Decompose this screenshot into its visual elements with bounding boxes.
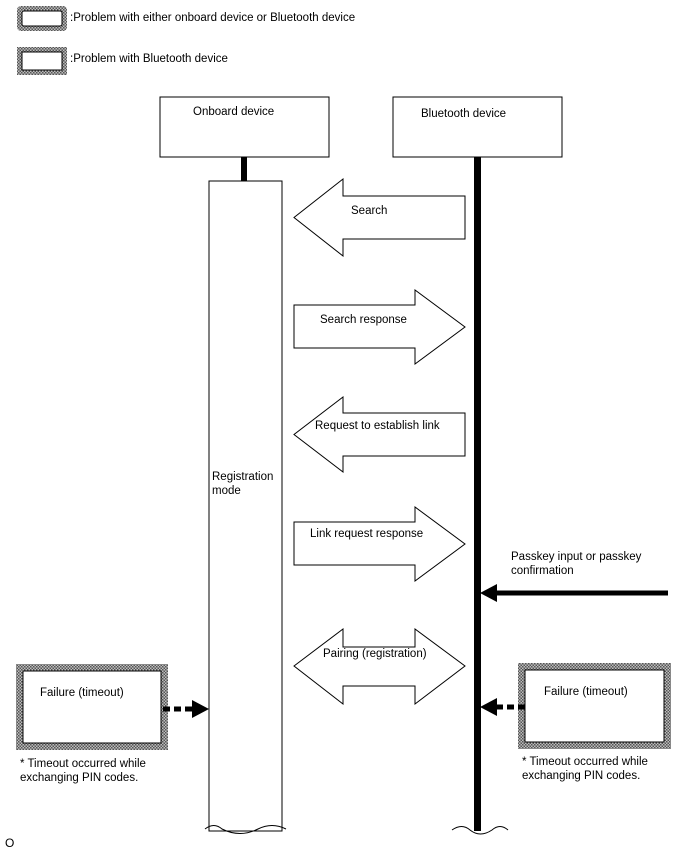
corner-label: O [5,836,15,850]
legend-bluetooth-label: :Problem with Bluetooth device [70,53,228,65]
passkey-arrow [480,584,668,602]
search-response-label: Search response [320,314,407,326]
onboard-device-box [159,96,330,158]
search-label: Search [351,205,388,217]
bluetooth-device-box [392,96,563,158]
pairing-arrow [293,627,466,706]
legend-either-label: :Problem with either onboard device or B… [70,12,356,24]
registration-mode-label: Registration mode [212,471,274,497]
request-link-label: Request to establish link [315,420,440,432]
right-failure-note: * Timeout occurred while exchanging PIN … [522,756,648,782]
left-failure-box [22,670,162,744]
left-failure-note: * Timeout occurred while exchanging PIN … [20,758,146,784]
search-response-arrow [293,289,466,365]
link-response-label: Link request response [310,528,424,540]
pairing-label: Pairing (registration) [323,648,427,660]
left-failure-arrow [163,700,209,718]
onboard-device-title: Onboard device [193,106,275,118]
passkey-label: Passkey input or passkey confirmation [511,551,642,577]
right-failure-arrow [480,698,525,716]
left-failure-title: Failure (timeout) [40,687,124,699]
onboard-connector [241,157,247,181]
search-arrow [293,177,466,258]
registration-mode-bar [208,180,283,832]
link-response-arrow [293,506,466,582]
right-failure-box [524,669,665,743]
bluetooth-device-title: Bluetooth device [421,108,507,120]
right-failure-title: Failure (timeout) [544,686,628,698]
request-link-arrow [293,395,466,474]
bluetooth-lifeline [474,157,481,831]
